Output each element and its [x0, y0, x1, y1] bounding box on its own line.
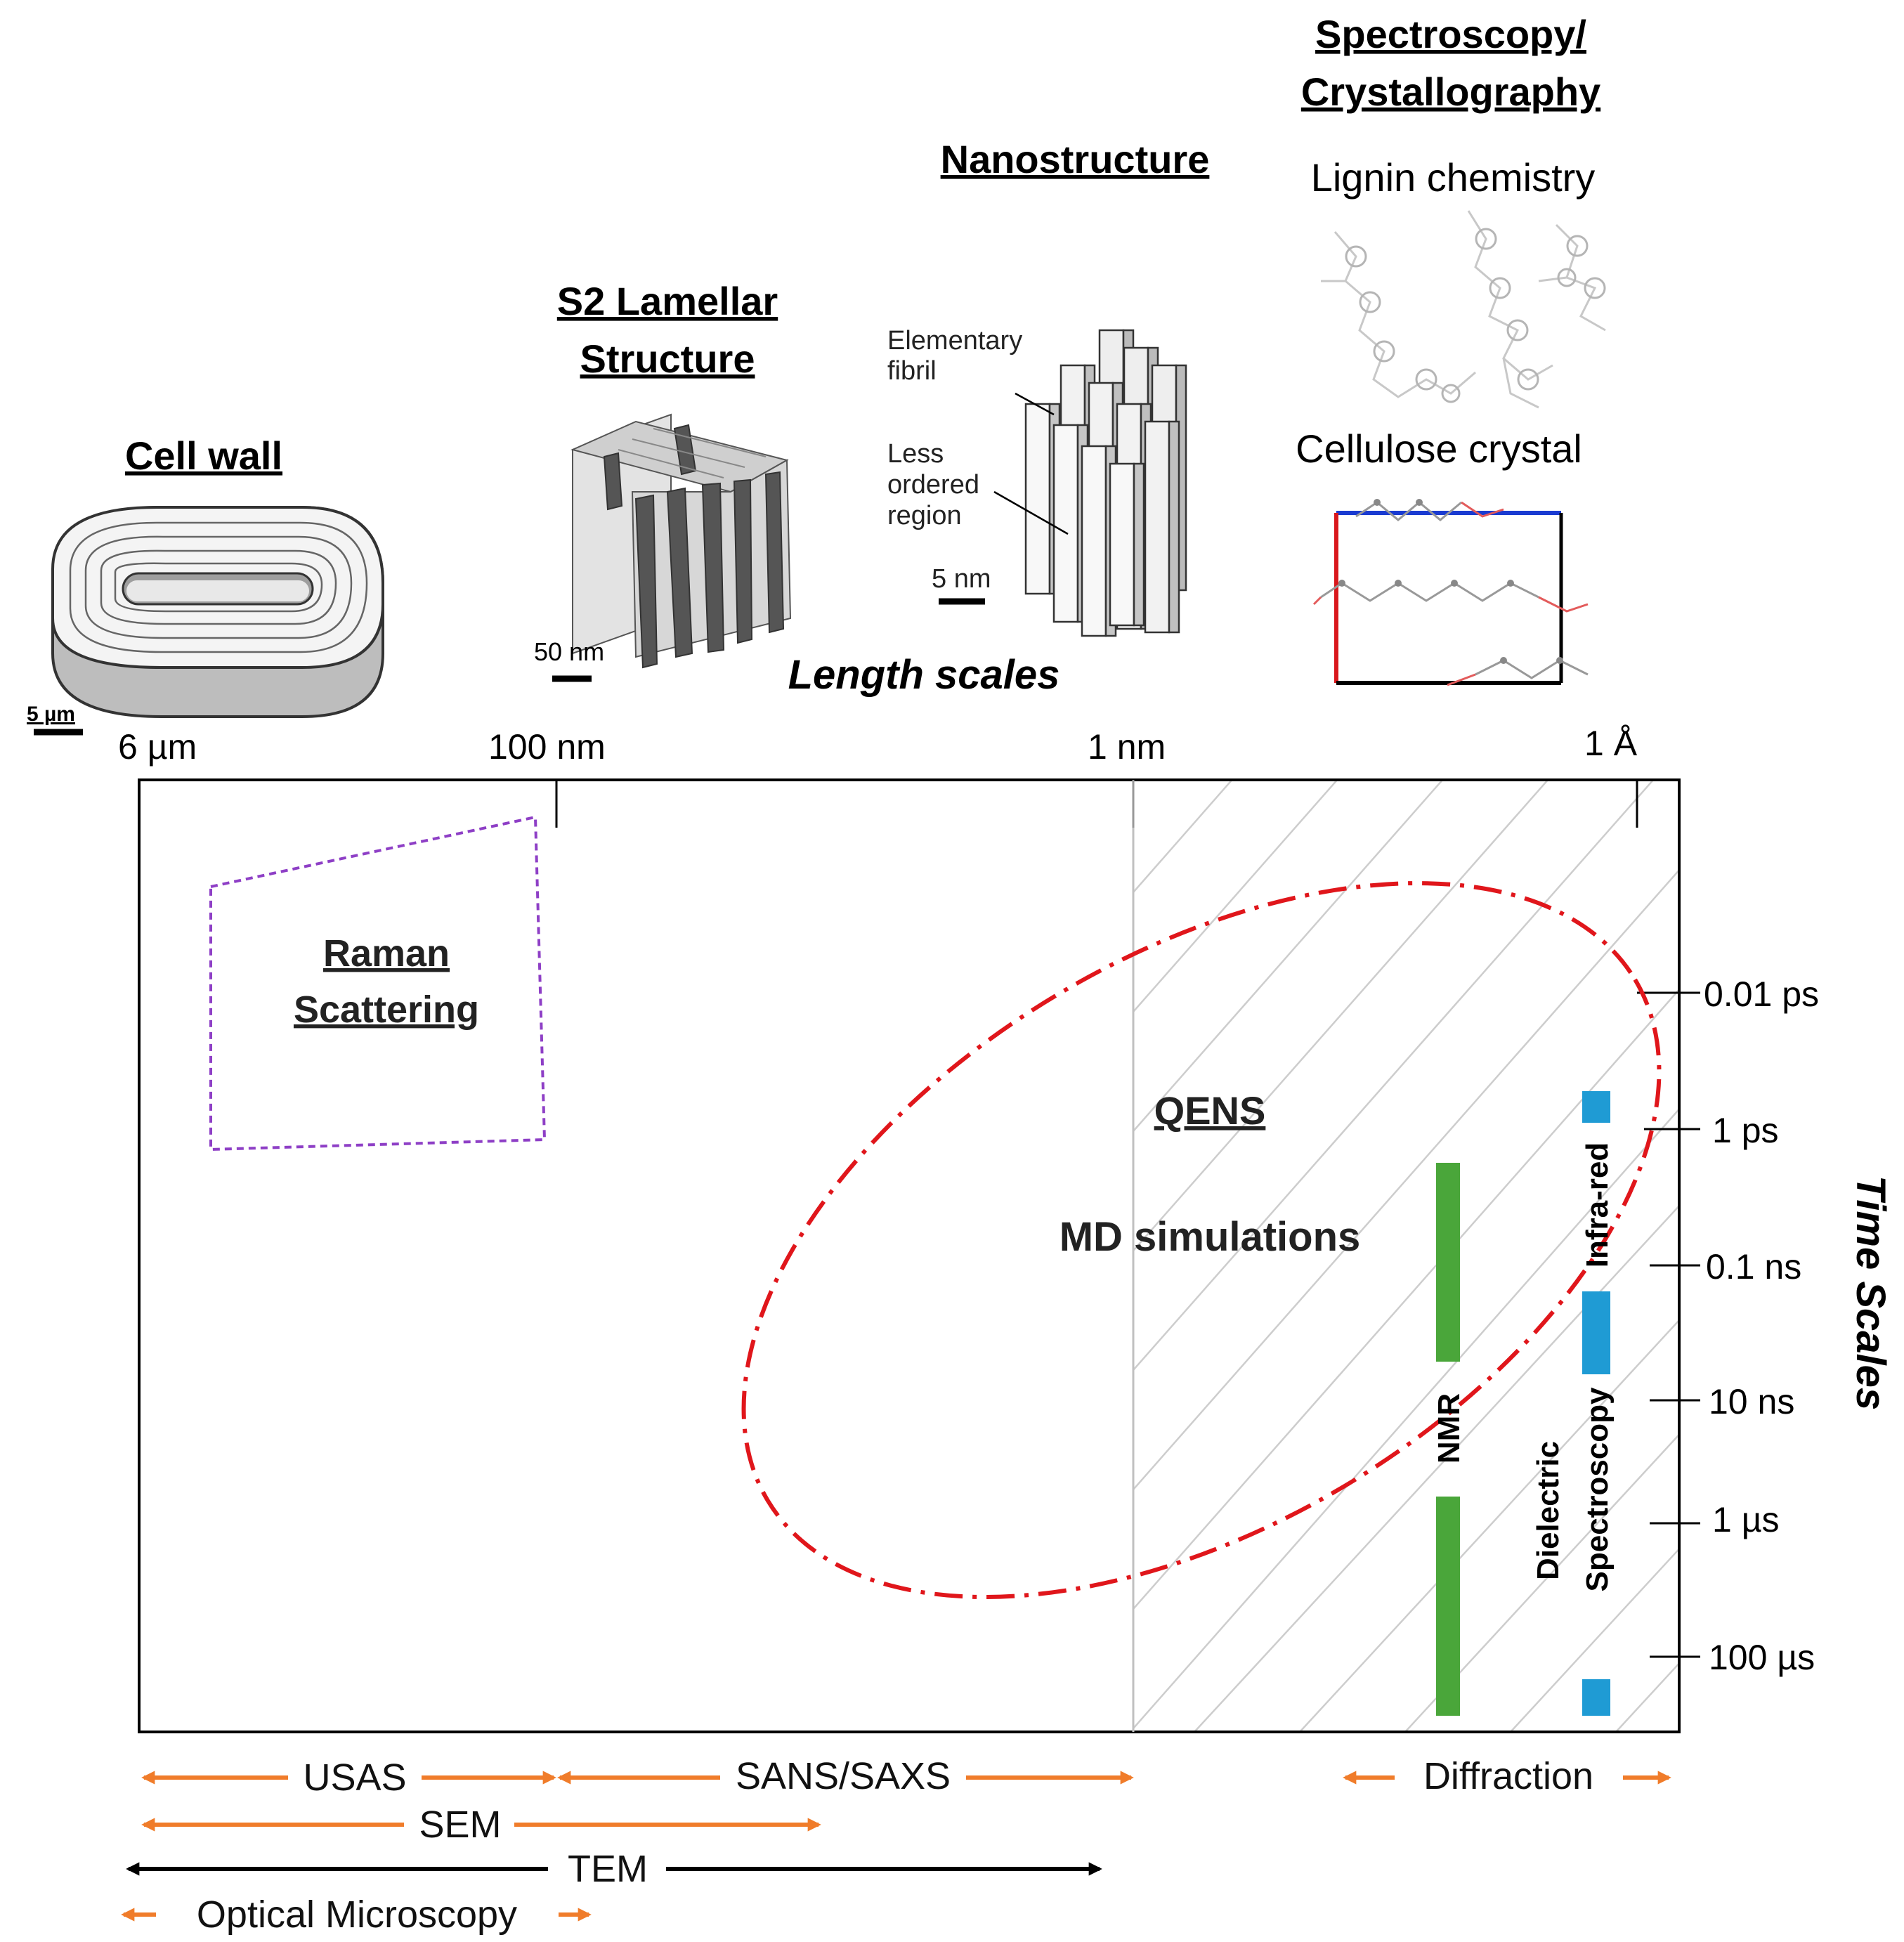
- infrared-bar-middle: [1582, 1291, 1610, 1374]
- less-ordered-label-line3: region: [887, 501, 962, 530]
- length-tick-6um: 6 µm: [118, 727, 197, 767]
- length-scales-title: Length scales: [788, 652, 1060, 698]
- md-simulations-label: MD simulations: [1059, 1214, 1361, 1260]
- lignin-molecule-illustration: [1321, 210, 1606, 409]
- nmr-bar-lower: [1436, 1497, 1460, 1716]
- time-tick-10ns: 10 ns: [1709, 1382, 1794, 1421]
- plot-frame: [138, 778, 1681, 1733]
- infrared-bar-top: [1582, 1091, 1610, 1123]
- s2-lamellar-illustration: 50 nm: [534, 413, 792, 682]
- time-scales-title: Time Scales: [1848, 1175, 1893, 1410]
- raman-label-line1: Raman: [323, 932, 450, 975]
- time-tick-1us: 1 µs: [1712, 1500, 1780, 1539]
- raman-label-line2: Scattering: [294, 989, 479, 1031]
- time-tick-0.1ns: 0.1 ns: [1706, 1247, 1801, 1286]
- less-ordered-label-line2: ordered: [887, 470, 979, 500]
- time-tick-1ps: 1 ps: [1712, 1111, 1779, 1150]
- elementary-fibril-label-line1: Elementary: [887, 326, 1022, 356]
- infrared-label: Infra-red: [1580, 1142, 1615, 1267]
- length-tick-100nm: 100 nm: [488, 727, 606, 767]
- nanostructure-heading: Nanostructure: [941, 137, 1210, 181]
- optical-microscopy-label: Optical Microscopy: [197, 1894, 517, 1936]
- tem-label: TEM: [568, 1848, 648, 1890]
- s2-scale-label: 50 nm: [534, 637, 604, 666]
- cellulose-crystal-illustration: [1312, 499, 1589, 686]
- nanostructure-illustration: Elementary fibril Less ordered region 5 …: [887, 326, 1187, 637]
- nmr-bar-upper: [1436, 1163, 1460, 1362]
- nmr-label: NMR: [1432, 1393, 1466, 1464]
- dielectric-label-line1: Dielectric: [1531, 1441, 1565, 1580]
- s2-heading-line1: S2 Lamellar: [557, 279, 778, 323]
- spectroscopy-heading-line1: Spectroscopy/: [1315, 12, 1586, 56]
- time-tick-0.01ps: 0.01 ps: [1704, 975, 1819, 1014]
- length-tick-labels: 6 µm 100 nm 1 nm 1 Å: [118, 724, 1638, 767]
- spectroscopy-heading-line2: Crystallography: [1301, 70, 1600, 114]
- time-tick-100us: 100 µs: [1709, 1638, 1815, 1677]
- dielectric-label-line2: Spectroscopy: [1580, 1387, 1615, 1592]
- time-tick-labels: 0.01 ps 1 ps 0.1 ns 10 ns 1 µs 100 µs: [1704, 975, 1819, 1677]
- cell-wall-illustration: 5 µm: [27, 505, 384, 736]
- cellulose-crystal-label: Cellulose crystal: [1296, 426, 1582, 471]
- nano-scale-label: 5 nm: [932, 564, 991, 594]
- dielectric-bar-bottom: [1582, 1679, 1610, 1716]
- sans-saxs-label: SANS/SAXS: [736, 1755, 951, 1797]
- length-tick-1a: 1 Å: [1584, 724, 1638, 763]
- s2-heading-line2: Structure: [580, 337, 755, 381]
- cell-wall-scale-label: 5 µm: [27, 703, 75, 726]
- time-tick-marks: [1637, 991, 1700, 1658]
- qens-label: QENS: [1154, 1088, 1266, 1133]
- raman-region: [209, 815, 547, 1152]
- diffraction-label: Diffraction: [1423, 1755, 1593, 1797]
- elementary-fibril-label-line2: fibril: [887, 356, 937, 386]
- lignin-chemistry-label: Lignin chemistry: [1311, 155, 1596, 200]
- length-tick-1nm: 1 nm: [1088, 727, 1166, 767]
- length-tick-marks: [555, 780, 1638, 828]
- cell-wall-heading: Cell wall: [125, 434, 282, 478]
- sem-label: SEM: [419, 1804, 501, 1846]
- less-ordered-label-line1: Less: [887, 439, 944, 469]
- usas-label: USAS: [303, 1757, 406, 1799]
